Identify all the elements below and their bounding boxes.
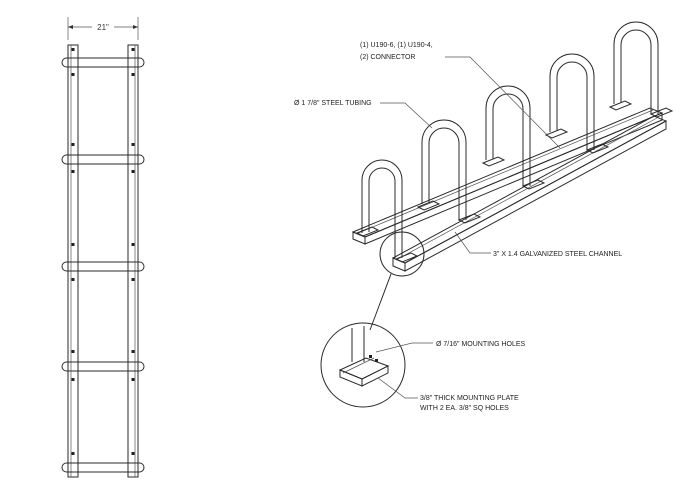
width-dimension: 21": [67, 17, 139, 40]
width-dimension-label: 21": [97, 23, 109, 32]
hoops: [361, 21, 659, 258]
hoop-plan-views: [61, 57, 145, 473]
isometric-view: (1) U190-6, (1) U190-4, (2) CONNECTOR Ø …: [294, 21, 674, 412]
back-channel: [351, 107, 664, 245]
connector-callout-line2: (2) CONNECTOR: [360, 54, 415, 61]
mounting-holes-callout: Ø 7/16" MOUNTING HOLES: [436, 341, 526, 348]
iso-mounting-plates: [355, 100, 674, 263]
tubing-callout: Ø 1 7/8" STEEL TUBING: [294, 100, 372, 107]
connector-callout-line1: (1) U190-6, (1) U190-4,: [360, 42, 433, 49]
detail-enlarged: [320, 322, 406, 408]
plate-callout-line1: 3/8" THICK MOUNTING PLATE: [420, 395, 519, 402]
channel-callout: 3" X 1.4 GALVANIZED STEEL CHANNEL: [493, 251, 622, 258]
plate-callout-line2: WITH 2 EA. 3/8" SQ HOLES: [420, 405, 509, 412]
detail-marker-small: [379, 231, 425, 277]
right-channel: [127, 44, 139, 478]
plan-mounting-holes: [71, 48, 135, 455]
left-channel: [67, 44, 79, 478]
plan-view: 21": [61, 17, 145, 478]
leader-lines: [375, 56, 561, 399]
